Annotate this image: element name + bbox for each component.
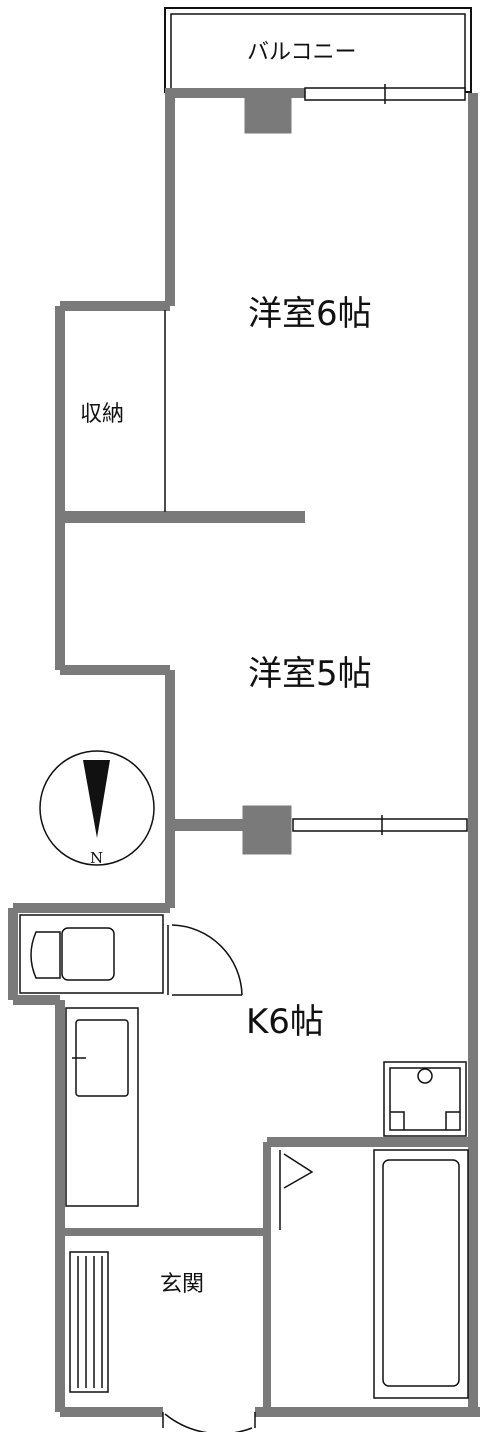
western-room-5-label: 洋室5帖 <box>248 654 372 694</box>
toilet-fixture <box>19 914 164 994</box>
shoe-cabinet <box>69 1251 109 1393</box>
bathtub <box>373 1149 469 1399</box>
outer-walls <box>8 88 480 1417</box>
kitchen-counter <box>65 1007 139 1207</box>
storage-label: 収納 <box>80 402 125 427</box>
balcony-area <box>164 7 472 93</box>
western-room-6-label: 洋室6帖 <box>248 294 372 334</box>
compass <box>39 750 155 866</box>
sliding-window-top <box>304 84 466 104</box>
interior-walls <box>60 94 305 1412</box>
sliding-window-mid <box>292 815 468 835</box>
kitchen-label: K6帖 <box>246 1002 324 1042</box>
balcony-label: バルコニー <box>247 40 357 65</box>
compass-north-label: N <box>90 849 104 867</box>
entrance-label: 玄関 <box>160 1272 205 1297</box>
washing-machine-pan <box>383 1061 467 1137</box>
thin-partitions <box>162 310 314 1432</box>
